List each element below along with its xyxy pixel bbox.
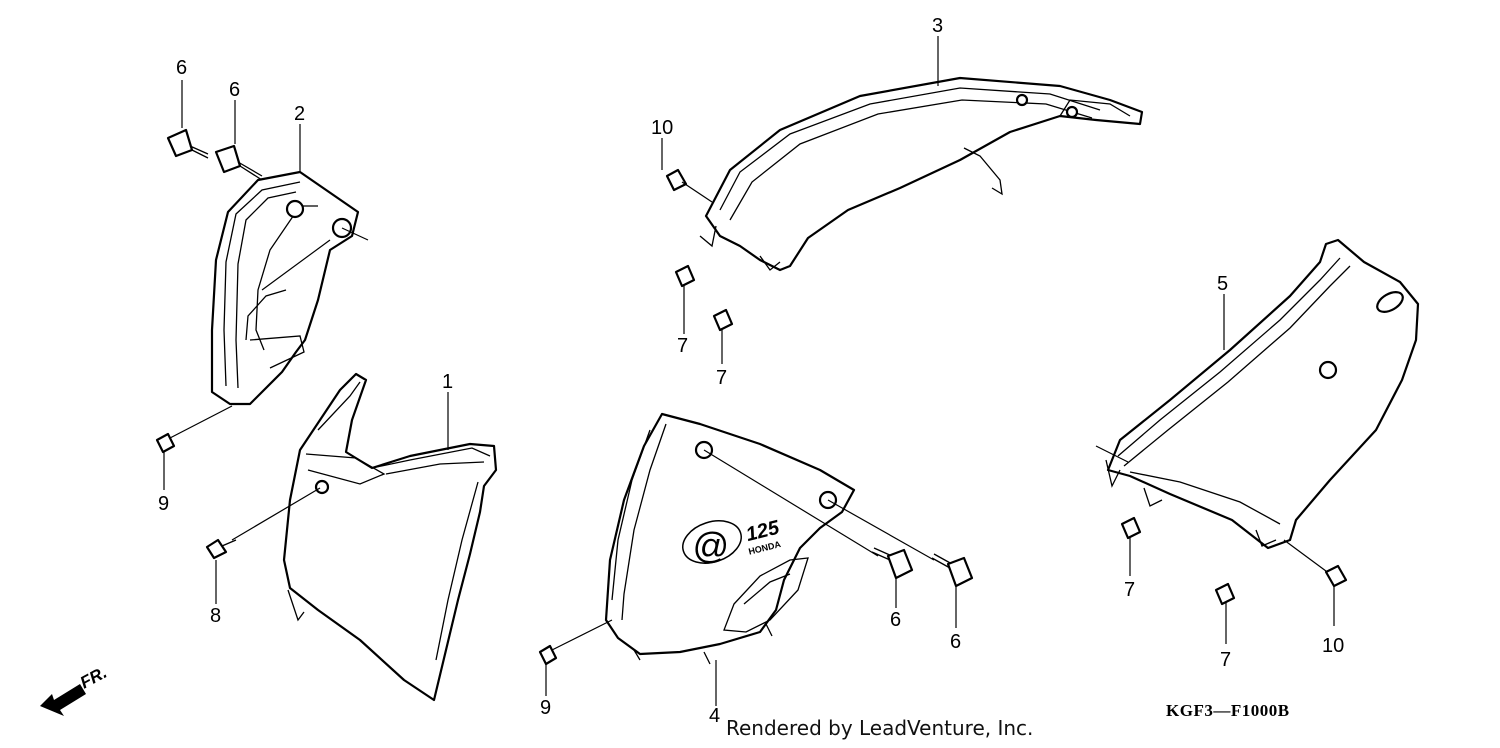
screw-8-icon[interactable]: [205, 487, 321, 560]
callout-7[interactable]: 7: [677, 335, 689, 357]
part-4-side-cover[interactable]: [604, 412, 856, 665]
screw-10-icon[interactable]: [1283, 539, 1348, 626]
emblem-at-text: @: [692, 525, 729, 566]
callout-7[interactable]: 7: [1220, 649, 1232, 671]
clip-nut-7-icon[interactable]: [1120, 516, 1142, 576]
part-3-top-frame-cover[interactable]: [699, 76, 1144, 272]
clip-nut-7-icon[interactable]: [712, 308, 734, 364]
callout-7[interactable]: 7: [716, 367, 728, 389]
callout-10[interactable]: 10: [651, 117, 674, 139]
callout-4[interactable]: 4: [709, 705, 721, 727]
callout-2[interactable]: 2: [294, 103, 306, 125]
callout-5[interactable]: 5: [1217, 273, 1229, 295]
leader-lines: [163, 36, 1225, 706]
callout-6[interactable]: 6: [890, 609, 902, 631]
bolt-6-icon[interactable]: [214, 144, 263, 181]
callout-7[interactable]: 7: [1124, 579, 1136, 601]
bolt-6-icon[interactable]: [703, 449, 914, 580]
part-5-rear-cover[interactable]: [1095, 238, 1420, 550]
clip-nut-7-icon[interactable]: [674, 264, 696, 334]
callout-6[interactable]: 6: [229, 79, 241, 101]
part-2-inner-panel[interactable]: [210, 170, 369, 406]
credit-text: Rendered by LeadVenture, Inc.: [726, 716, 1034, 740]
screw-9-icon[interactable]: [155, 405, 233, 454]
callout-8[interactable]: 8: [210, 605, 222, 627]
screw-10-icon[interactable]: [665, 168, 713, 203]
callout-6[interactable]: 6: [176, 57, 188, 79]
callout-1[interactable]: 1: [442, 371, 454, 393]
callout-3[interactable]: 3: [932, 15, 944, 37]
callout-9[interactable]: 9: [540, 697, 552, 719]
bolt-6-icon[interactable]: [166, 128, 209, 159]
emblem-125-logo: @ 125 HONDA: [682, 516, 782, 566]
bolt-6-icon[interactable]: [827, 499, 974, 588]
screw-9-icon[interactable]: [538, 619, 613, 666]
callout-6[interactable]: 6: [950, 631, 962, 653]
callout-10[interactable]: 10: [1322, 635, 1345, 657]
part-1-front-cover[interactable]: [282, 372, 498, 702]
diagram-code: KGF3—F1000B: [1166, 701, 1290, 720]
callout-9[interactable]: 9: [158, 493, 170, 515]
front-direction-arrow-icon: [40, 684, 86, 716]
clip-nut-7-icon[interactable]: [1214, 582, 1236, 644]
